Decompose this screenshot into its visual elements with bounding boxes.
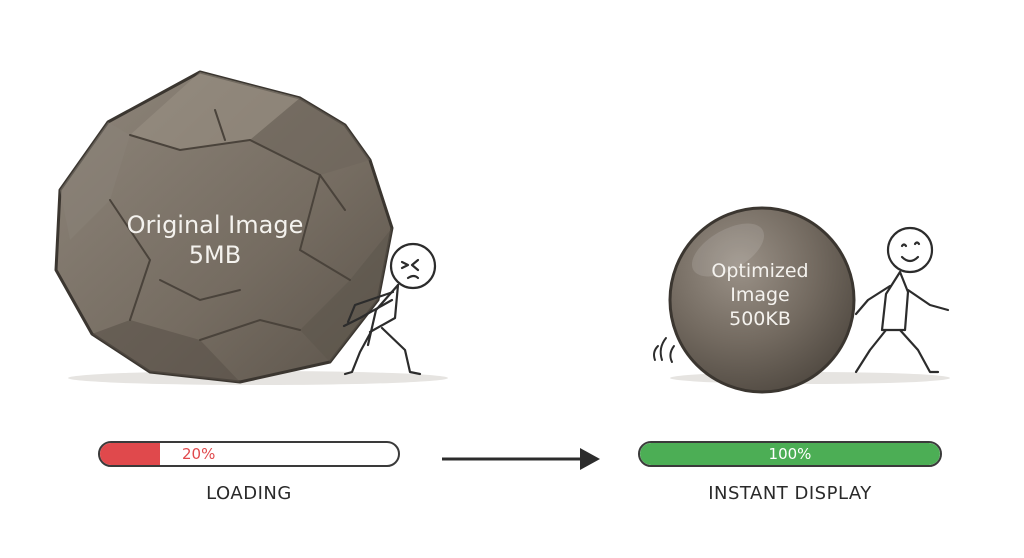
- smooth-rock-icon: [668, 206, 856, 394]
- loading-progress-fill: [100, 443, 160, 465]
- optimized-image-title-line1: Optimized: [711, 260, 809, 282]
- optimized-image-size: 500KB: [729, 307, 791, 330]
- motion-lines-icon: [653, 337, 675, 363]
- instant-display-status-label: INSTANT DISPLAY: [708, 483, 872, 504]
- optimized-image-label: Optimized Image 500KB: [690, 260, 830, 331]
- original-image-label: Original Image 5MB: [100, 210, 330, 270]
- happy-stick-figure-icon: [854, 226, 950, 374]
- big-rock-icon: [54, 70, 394, 384]
- original-image-title: Original Image: [126, 211, 304, 239]
- optimized-image-title-line2: Image: [730, 283, 790, 306]
- loading-progress-bar: 20%: [98, 441, 400, 467]
- struggling-stick-figure-icon: [342, 242, 437, 376]
- loading-status-label: LOADING: [206, 483, 292, 504]
- original-image-size: 5MB: [188, 241, 242, 269]
- loading-progress-percent: 20%: [182, 445, 216, 463]
- instant-display-progress-bar: 100%: [638, 441, 942, 467]
- instant-display-progress-fill: [640, 443, 940, 465]
- instant-display-progress-percent: 100%: [768, 445, 812, 463]
- right-arrow-icon: [442, 448, 600, 470]
